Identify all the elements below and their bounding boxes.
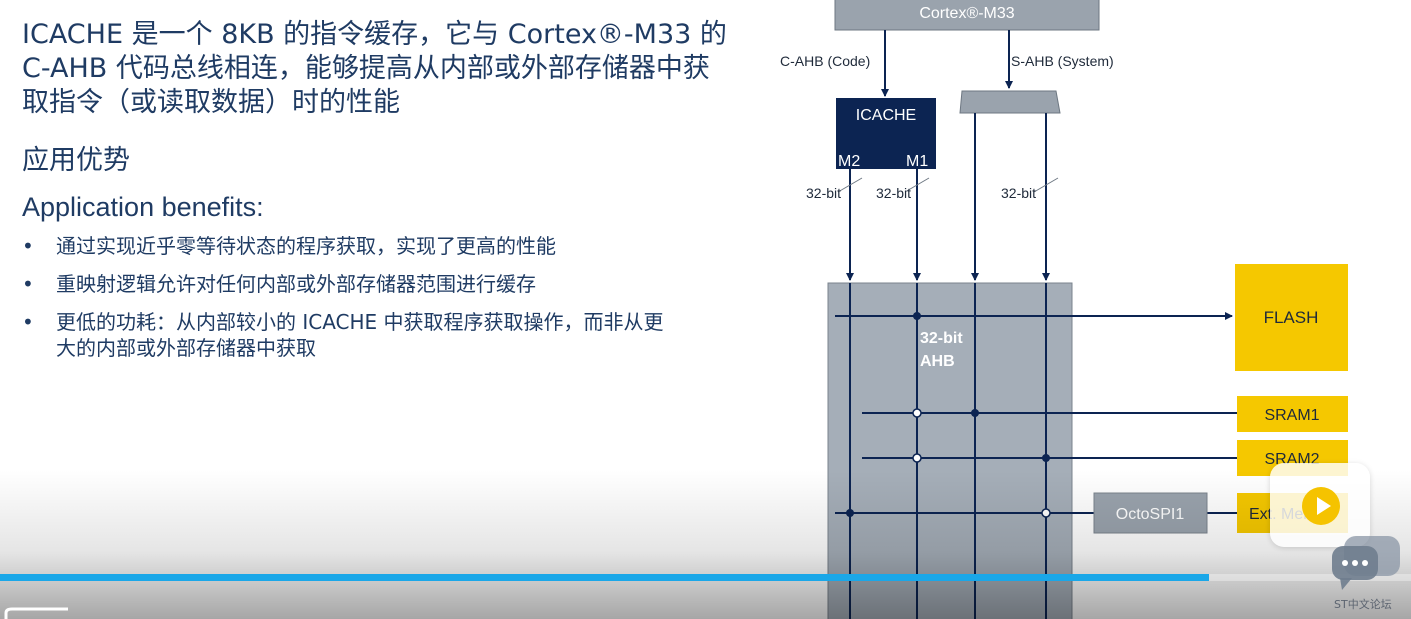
s-ahb-label: S-AHB (System)	[1011, 53, 1114, 69]
heading-cn: 应用优势	[22, 145, 130, 176]
intro-paragraph: ICACHE 是一个 8KB 的指令缓存，它与 Cortex®-M33 的 C-…	[22, 18, 727, 120]
bullet-marker: •	[22, 310, 34, 334]
icache-block	[836, 98, 936, 169]
player-control-icon[interactable]	[2, 605, 72, 619]
c-ahb-label: C-AHB (Code)	[780, 53, 870, 69]
bus-width-label: 32-bit	[920, 330, 963, 347]
matrix-node	[1041, 508, 1051, 518]
benefit-item: • 更低的功耗：从内部较小的 ICACHE 中获取程序获取操作，而非从更 大的内…	[22, 309, 752, 361]
bit-width-label: 32-bit	[1001, 185, 1036, 201]
watermark-text: ST中文论坛	[1334, 598, 1392, 611]
matrix-node	[971, 409, 979, 417]
progress-fill	[0, 574, 1210, 581]
bullet-marker: •	[22, 272, 34, 296]
intro-line: ICACHE 是一个 8KB 的指令缓存，它与 Cortex®-M33 的	[22, 19, 727, 50]
sram1-label: SRAM1	[1264, 407, 1319, 424]
play-triangle	[1317, 497, 1331, 515]
benefit-text: 更低的功耗：从内部较小的 ICACHE 中获取程序获取操作，而非从更	[56, 310, 664, 334]
play-button[interactable]	[1270, 463, 1370, 547]
cortex-m33-label: Cortex®-M33	[919, 5, 1014, 22]
icache-label: ICACHE	[856, 107, 916, 124]
s-bus-trapezoid	[959, 90, 1061, 114]
benefit-item: • 通过实现近乎零等待状态的程序获取，实现了更高的性能	[22, 233, 752, 259]
bit-tick	[904, 177, 930, 193]
bus-type-label: AHB	[920, 353, 955, 370]
m2-port-label: M2	[838, 153, 860, 170]
octospi-block	[1093, 492, 1208, 534]
matrix-node	[1042, 454, 1050, 462]
bit-tick	[837, 177, 863, 193]
flash-block	[1235, 264, 1348, 371]
matrix-node	[846, 509, 854, 517]
heading-en: Application benefits:	[22, 192, 264, 222]
octospi-label: OctoSPI1	[1116, 506, 1185, 523]
sram1-block	[1237, 396, 1348, 432]
benefit-text: 重映射逻辑允许对任何内部或外部存储器范围进行缓存	[56, 272, 536, 296]
chat-icon[interactable]	[1330, 534, 1402, 594]
cortex-m33-block	[834, 0, 1100, 31]
benefit-text: 大的内部或外部存储器中获取	[56, 336, 316, 360]
benefit-item: • 重映射逻辑允许对任何内部或外部存储器范围进行缓存	[22, 271, 752, 297]
flash-label: FLASH	[1264, 308, 1319, 327]
matrix-node	[912, 408, 922, 418]
bit-tick	[1033, 177, 1059, 193]
benefit-list: • 通过实现近乎零等待状态的程序获取，实现了更高的性能 • 重映射逻辑允许对任何…	[22, 233, 752, 373]
m1-port-label: M1	[906, 153, 928, 170]
bullet-marker: •	[22, 234, 34, 258]
intro-line: 取指令（或读取数据）时的性能	[22, 87, 400, 118]
benefit-text: 通过实现近乎零等待状态的程序获取，实现了更高的性能	[56, 234, 556, 258]
matrix-node	[912, 453, 922, 463]
intro-line: C-AHB 代码总线相连，能够提高从内部或外部存储器中获	[22, 53, 710, 84]
bus-matrix-block	[827, 282, 1073, 619]
progress-bar[interactable]	[0, 574, 1411, 581]
bit-width-label: 32-bit	[876, 185, 911, 201]
matrix-node	[913, 312, 921, 320]
bit-width-label: 32-bit	[806, 185, 841, 201]
